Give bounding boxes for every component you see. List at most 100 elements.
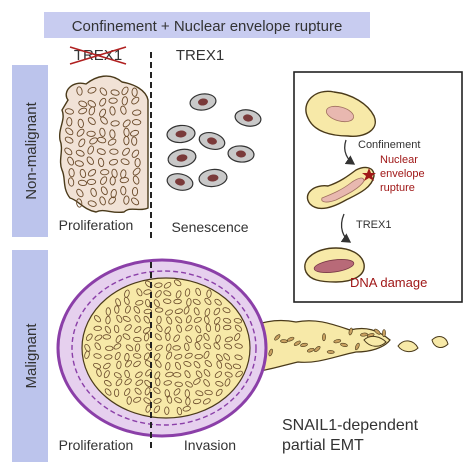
spheroid-cell [163,298,172,304]
spheroid-cell [205,323,212,332]
spheroid-cell [166,351,173,360]
senescent-cell [166,173,194,191]
tissue-clump [58,75,149,214]
invading-single-cells [363,335,449,353]
spheroid-cell [174,279,182,287]
spheroid-cell [113,372,122,379]
strike-mark [69,46,127,65]
strand-nucleus [293,340,301,346]
arrow-step2 [340,213,352,243]
spheroid-cell [186,298,192,307]
spheroid-cell [143,308,152,315]
tissue-cell [74,160,84,167]
tissue-cell [131,149,140,158]
spheroid-cell [114,352,121,360]
tissue-cell [64,147,73,156]
tissue-cell [76,128,85,137]
tissue-cell [109,148,119,155]
outcome-line2: partial EMT [282,437,364,454]
tissue-cell [122,147,130,156]
strand-nucleus [314,346,321,352]
spheroid-cell [115,378,123,387]
senescent-cell [198,131,226,151]
strand-nucleus [322,333,326,342]
tissue-cell [75,149,85,157]
spheroid-cell [185,315,192,324]
spheroid-cell [224,336,233,343]
spheroid-cell [234,324,242,332]
spheroid-cell [134,343,141,352]
spheroid-cell [124,378,132,386]
spheroid-cell [164,389,170,398]
header-title: Confinement + Nuclear envelope rupture [72,18,343,35]
spheroid-cell [103,362,111,370]
spheroid-cell [174,361,182,370]
tissue-cell [108,158,119,166]
tissue-cell [87,169,97,177]
inset-cell-confined [306,166,375,210]
spheroid-cell [125,360,132,368]
spheroid-cell [193,378,201,385]
arrow-step1 [344,139,356,165]
spheroid-cell [124,388,131,396]
spheroid-cell [122,315,131,322]
spheroid-cell [113,343,122,350]
spheroid-cell [153,353,161,361]
spheroid-cell [172,372,182,378]
tissue-cell [121,86,129,96]
tissue-cell [89,137,98,145]
tissue-cell [87,100,97,108]
spheroid-cell [144,387,151,396]
senescent-cell [227,145,255,163]
tissue-cell [76,198,83,208]
tissue-cell [76,86,83,96]
spheroid-cell [234,354,243,361]
spheroid-cell [122,333,131,340]
spheroid-cell [234,343,243,349]
spheroid-cell [185,397,191,406]
spheroid-cell [195,370,203,378]
tissue-cell [77,118,84,129]
spheroid-cell [123,296,130,305]
spheroid-cell [215,334,221,343]
invasion-strand [235,319,449,373]
step-rupture-line2: envelope [380,168,425,180]
tissue-cell [78,107,88,115]
spheroid-cell [105,307,111,316]
step-confinement: Confinement [358,139,420,151]
spheroid-cell [214,371,223,378]
tissue-cell [131,87,138,97]
row-label-non-malignant: Non-malignant [23,101,40,199]
spheroid-cell [134,314,141,323]
spheroid-cell [94,334,103,341]
spheroid-cell [204,389,213,396]
strand-nucleus [360,332,368,337]
spheroid-cell [172,345,181,351]
spheroid-cell [154,282,163,288]
tissue-cell [99,127,106,137]
tissue-cell [120,158,130,166]
spheroid-cell [134,387,142,395]
tissue-cell [110,89,120,96]
spheroid-cell [164,406,170,415]
inset-cell-unconfined [305,90,376,137]
spheroid-cell [195,325,202,334]
spheroid-cell [175,290,182,299]
header-banner [44,12,370,38]
spheroid-cell [135,300,144,306]
spheroid-cell [124,324,132,331]
spheroid-cell [193,316,202,323]
caption-proliferation-bottom: Proliferation [59,437,134,453]
senescent-cells [166,93,262,191]
spheroid-cell [153,398,162,404]
tissue-cell [131,186,139,197]
tissue-cell [76,188,84,198]
spheroid-cell [224,371,233,378]
tissue-cell [134,157,141,168]
spheroid-cell [234,333,241,341]
tissue-cell [67,177,75,187]
spheroid-cell [93,353,102,359]
spheroid-cell [136,288,143,297]
tissue-cell [65,127,74,136]
spheroid-cell [96,368,102,377]
